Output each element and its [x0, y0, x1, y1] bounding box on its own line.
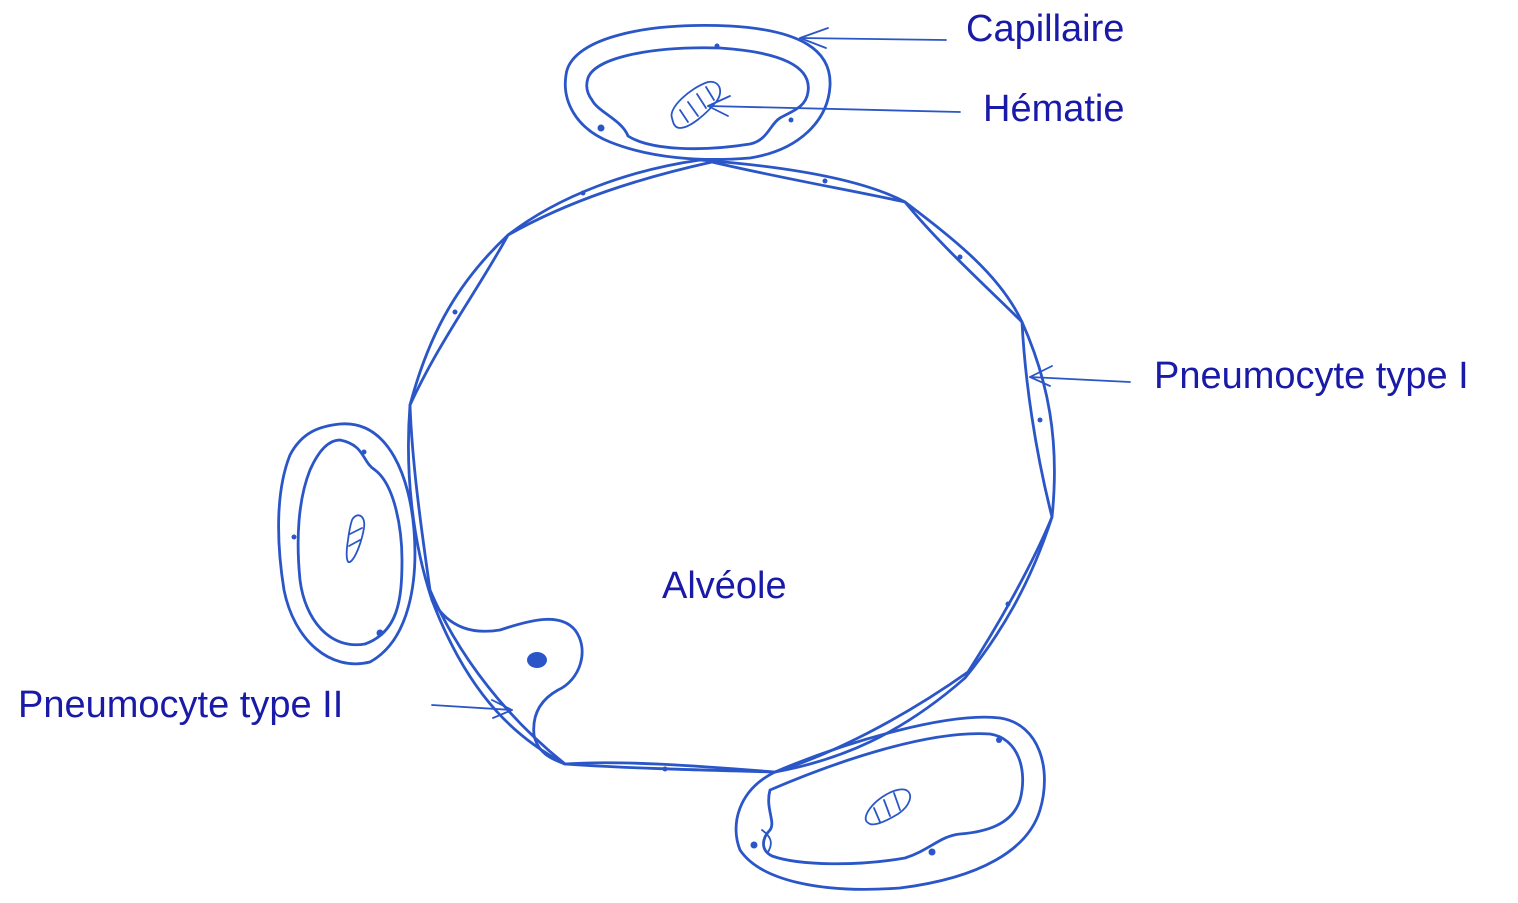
arrow-capillaire [800, 28, 946, 48]
label-pneumocyte-type-1: Pneumocyte type I [1154, 357, 1469, 395]
nucleus-dot [598, 125, 605, 132]
alveolar-wall [408, 160, 1054, 772]
nucleus-dot [1006, 602, 1011, 607]
red-blood-cell-left [347, 515, 365, 562]
label-hematie: Hématie [983, 90, 1125, 128]
capillary-bottom-outer [736, 717, 1044, 889]
nucleus-dot [789, 118, 794, 123]
capillary-left-inner [298, 440, 402, 645]
nucleus-dot [362, 450, 367, 455]
alveolar-wall-inner [410, 162, 1052, 772]
capillary-top [565, 25, 830, 159]
nucleus-dot [996, 737, 1002, 743]
nucleus-dot [292, 535, 297, 540]
capillary-top-inner [587, 48, 809, 149]
nucleus-dot [1038, 418, 1043, 423]
capillary-top-outer [565, 25, 830, 159]
nucleus-dot [663, 767, 668, 772]
nucleus-dot [453, 310, 458, 315]
arrow-hematie [708, 96, 960, 116]
nucleus-dot [929, 849, 936, 856]
nucleus-dot [958, 255, 963, 260]
nucleus-dot [377, 630, 384, 637]
capillary-bottom [736, 717, 1044, 889]
pneumocyte-type-2-nucleus [527, 652, 547, 668]
nucleus-dot [823, 179, 828, 184]
label-pneumocyte-type-2: Pneumocyte type II [18, 686, 343, 724]
capillary-bottom-inner [764, 734, 1023, 864]
nucleus-dot [581, 191, 586, 196]
nucleus-dot [751, 842, 758, 849]
capillary-left [279, 424, 415, 664]
arrow-pneumocyte-type-1 [1030, 366, 1130, 386]
label-alveole: Alvéole [662, 567, 787, 605]
label-capillaire: Capillaire [966, 10, 1124, 48]
pneumocyte-type-2-outline [432, 600, 582, 764]
red-blood-cell-top [672, 82, 721, 128]
pneumocyte-type-2-cell [432, 600, 582, 764]
nucleus-dot [715, 44, 720, 49]
red-blood-cell-bottom [866, 789, 911, 824]
